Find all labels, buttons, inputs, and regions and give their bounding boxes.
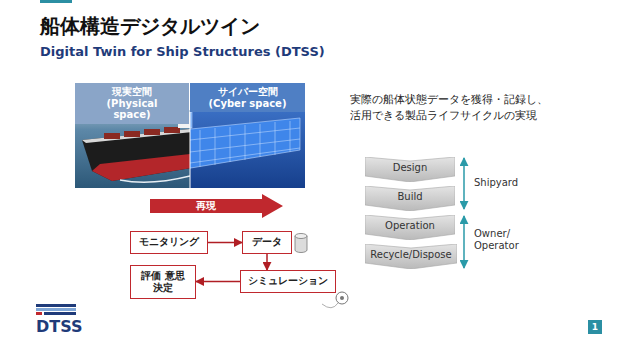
page-number: 1 (588, 320, 602, 334)
node-text: シミュレーション (248, 275, 328, 288)
node-text: Operation (385, 220, 435, 231)
accent-bar (40, 0, 72, 3)
lifecycle-step: Recycle/Dispose (365, 244, 457, 269)
page-badge (588, 320, 602, 334)
lifecycle-step: Design (365, 157, 455, 182)
node-text: サイバー空間 (Cyber space) (205, 86, 291, 109)
process-box: シミュレーション (240, 270, 336, 293)
chevron-outline (365, 186, 455, 211)
logo-text: DTSS (36, 317, 83, 336)
chevron-outline (365, 215, 455, 240)
node-text: 評価 意思決定 (138, 270, 188, 295)
range-arrow (463, 216, 465, 268)
space-divider (190, 110, 191, 188)
node-text: Design (393, 162, 428, 173)
node-text: 現実空間 (Physical space) (89, 86, 175, 121)
database-icon (295, 234, 307, 253)
space-band: 現実空間 (Physical space) (75, 83, 189, 124)
chevron-outline (365, 157, 455, 182)
process-box: データ (242, 231, 292, 254)
flow-connector (266, 254, 268, 270)
space-band: サイバー空間 (Cyber space) (190, 83, 305, 112)
lifecycle-step: Build (365, 186, 455, 211)
phase-owner-label: Shipyard (474, 177, 518, 188)
node-text: Recycle/Dispose (370, 249, 451, 260)
process-box: 評価 意思決定 (130, 265, 196, 299)
chevron-outline (365, 244, 457, 269)
phase-owner-label: Owner/ Operator (474, 228, 526, 252)
node-text: Build (397, 191, 422, 202)
arrow-label: 再現 (150, 199, 262, 213)
subtitle: Digital Twin for Ship Structures (DTSS) (40, 44, 325, 59)
process-box: モニタリング (130, 231, 208, 254)
flow-connector (208, 242, 242, 244)
range-arrow (463, 158, 465, 209)
lifecycle-step: Operation (365, 215, 455, 240)
ship-model (190, 110, 305, 188)
gear-icon (322, 292, 348, 308)
node-text: データ (252, 236, 282, 249)
description-text: 実際の船体状態データを獲得・記録し、 活用できる製品ライフサイクルの実現 (350, 92, 555, 124)
node-text: モニタリング (139, 236, 199, 249)
reproduce-arrow (150, 194, 283, 218)
slide-title: 船体構造デジタルツイン (40, 13, 260, 40)
logo-mark (36, 304, 76, 315)
flow-connector (196, 281, 240, 283)
